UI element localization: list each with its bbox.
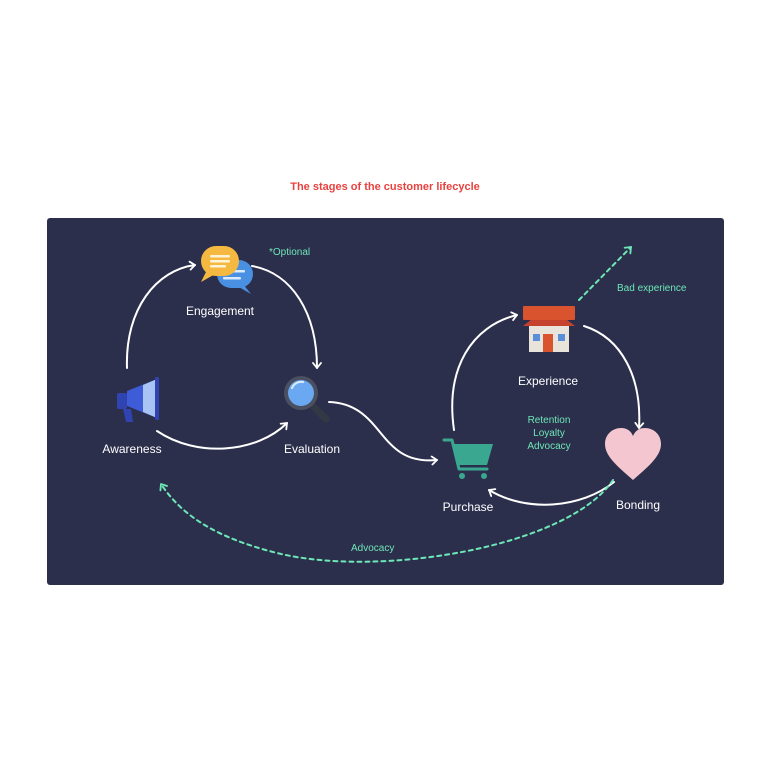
arrow-advocacy-loop xyxy=(159,479,614,563)
page-title: The stages of the customer lifecycle xyxy=(290,181,480,193)
stage-label-engagement: Engagement xyxy=(185,304,255,318)
arrow-engagement-to-evaluation xyxy=(251,265,322,369)
optional-note: *Optional xyxy=(269,247,311,258)
arrow-awareness-to-engagement xyxy=(125,260,196,369)
retention-loyalty-advocacy-list: Retention Loyalty Advocacy xyxy=(527,414,570,453)
stage-label-evaluation: Evaluation xyxy=(283,442,341,456)
shopping-cart-icon xyxy=(442,438,493,479)
stage-label-awareness: Awareness xyxy=(102,442,162,456)
arrow-experience-to-bonding xyxy=(583,325,645,429)
arrow-purchase-to-experience xyxy=(451,311,518,431)
loyalty-note: Loyalty xyxy=(533,428,565,439)
stage-label-purchase: Purchase xyxy=(442,500,494,514)
arrow-bad-experience xyxy=(578,246,632,301)
stage-label-experience: Experience xyxy=(517,374,579,388)
stage-label-bonding: Bonding xyxy=(615,498,661,512)
advocacy-list-note: Advocacy xyxy=(527,441,571,452)
house-icon xyxy=(523,306,575,352)
advocacy-arrow-label: Advocacy xyxy=(351,543,395,554)
arrow-bonding-to-purchase xyxy=(488,481,615,506)
retention-note: Retention xyxy=(527,415,571,426)
bad-experience-note: Bad experience xyxy=(617,283,687,294)
magnifier-icon xyxy=(284,376,330,423)
heart-icon xyxy=(605,428,661,480)
lifecycle-diagram xyxy=(117,246,661,563)
arrow-evaluation-to-purchase xyxy=(328,401,438,466)
chat-bubbles-icon xyxy=(201,246,253,294)
lifecycle-panel: Engagement Awareness Evaluation Experien… xyxy=(47,218,724,585)
arrow-awareness-to-evaluation xyxy=(156,422,288,450)
megaphone-icon xyxy=(117,377,159,422)
